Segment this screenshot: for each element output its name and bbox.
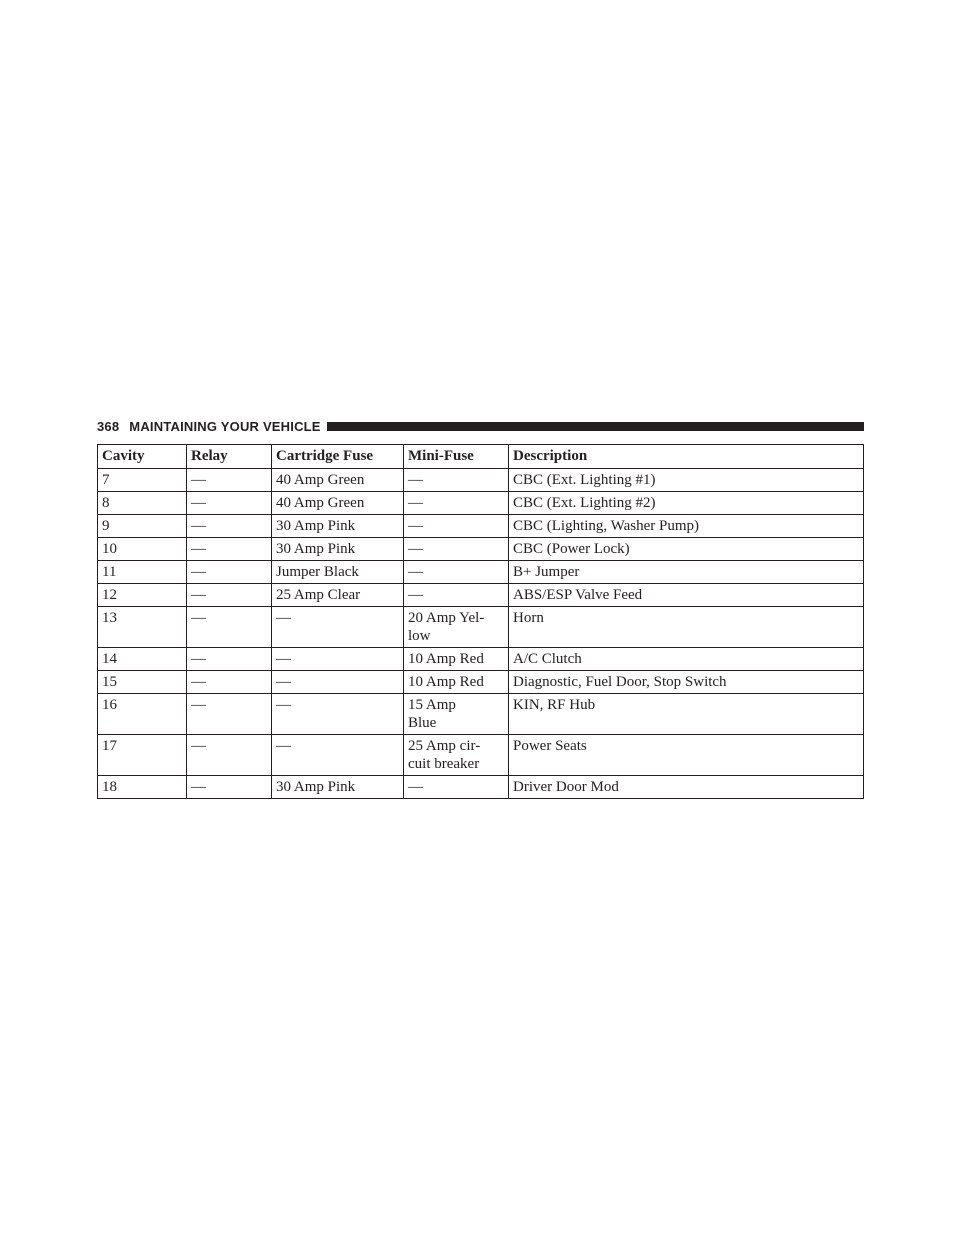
cell-cartridge-fuse: —: [271, 734, 404, 776]
table-row: 9—30 Amp Pink—CBC (Lighting, Washer Pump…: [97, 514, 864, 538]
cell-cartridge-fuse: —: [271, 670, 404, 694]
table-body: 7—40 Amp Green—CBC (Ext. Lighting #1)8—4…: [97, 468, 864, 799]
cell-description: B+ Jumper: [508, 560, 864, 584]
cell-relay: —: [186, 670, 272, 694]
cell-cartridge-fuse: 40 Amp Green: [271, 468, 404, 492]
cell-cavity: 14: [97, 647, 187, 671]
cell-mini-fuse: —: [403, 491, 509, 515]
column-header-relay: Relay: [186, 444, 272, 469]
cell-description: CBC (Lighting, Washer Pump): [508, 514, 864, 538]
cell-mini-fuse: 15 Amp Blue: [403, 693, 509, 735]
cell-description: CBC (Ext. Lighting #1): [508, 468, 864, 492]
column-header-mini-fuse: Mini-Fuse: [403, 444, 509, 469]
cell-relay: —: [186, 647, 272, 671]
cell-mini-fuse: —: [403, 468, 509, 492]
column-header-cavity: Cavity: [97, 444, 187, 469]
table-row: 10—30 Amp Pink—CBC (Power Lock): [97, 537, 864, 561]
table-header-row: Cavity Relay Cartridge Fuse Mini-Fuse De…: [97, 444, 864, 469]
table-row: 7—40 Amp Green—CBC (Ext. Lighting #1): [97, 468, 864, 492]
cell-mini-fuse: 20 Amp Yel- low: [403, 606, 509, 648]
header-rule: [326, 422, 864, 431]
cell-description: ABS/ESP Valve Feed: [508, 583, 864, 607]
column-header-description: Description: [508, 444, 864, 469]
cell-relay: —: [186, 468, 272, 492]
cell-description: A/C Clutch: [508, 647, 864, 671]
cell-mini-fuse: 10 Amp Red: [403, 647, 509, 671]
fuse-table: Cavity Relay Cartridge Fuse Mini-Fuse De…: [97, 444, 864, 799]
column-header-cartridge-fuse: Cartridge Fuse: [271, 444, 404, 469]
cell-description: CBC (Power Lock): [508, 537, 864, 561]
cell-relay: —: [186, 606, 272, 648]
cell-cartridge-fuse: 30 Amp Pink: [271, 537, 404, 561]
cell-relay: —: [186, 491, 272, 515]
cell-cavity: 15: [97, 670, 187, 694]
cell-description: Horn: [508, 606, 864, 648]
cell-relay: —: [186, 734, 272, 776]
cell-cartridge-fuse: 25 Amp Clear: [271, 583, 404, 607]
cell-mini-fuse: 10 Amp Red: [403, 670, 509, 694]
cell-cavity: 13: [97, 606, 187, 648]
cell-cartridge-fuse: 30 Amp Pink: [271, 775, 404, 799]
cell-cavity: 10: [97, 537, 187, 561]
page-number: 368: [97, 418, 120, 434]
cell-mini-fuse: —: [403, 583, 509, 607]
cell-cartridge-fuse: 30 Amp Pink: [271, 514, 404, 538]
section-title: MAINTAINING YOUR VEHICLE: [129, 418, 321, 434]
cell-description: CBC (Ext. Lighting #2): [508, 491, 864, 515]
cell-description: Power Seats: [508, 734, 864, 776]
cell-mini-fuse: —: [403, 537, 509, 561]
table-row: 11—Jumper Black—B+ Jumper: [97, 560, 864, 584]
page-header: 368 MAINTAINING YOUR VEHICLE: [97, 416, 864, 436]
cell-cavity: 8: [97, 491, 187, 515]
cell-cartridge-fuse: —: [271, 606, 404, 648]
cell-relay: —: [186, 560, 272, 584]
cell-cavity: 12: [97, 583, 187, 607]
cell-relay: —: [186, 583, 272, 607]
table-row: 12—25 Amp Clear—ABS/ESP Valve Feed: [97, 583, 864, 607]
cell-cartridge-fuse: —: [271, 693, 404, 735]
cell-cavity: 7: [97, 468, 187, 492]
cell-mini-fuse: —: [403, 775, 509, 799]
cell-cavity: 16: [97, 693, 187, 735]
cell-cavity: 17: [97, 734, 187, 776]
cell-relay: —: [186, 693, 272, 735]
cell-cartridge-fuse: 40 Amp Green: [271, 491, 404, 515]
cell-description: KIN, RF Hub: [508, 693, 864, 735]
cell-mini-fuse: 25 Amp cir- cuit breaker: [403, 734, 509, 776]
cell-relay: —: [186, 775, 272, 799]
table-row: 8—40 Amp Green—CBC (Ext. Lighting #2): [97, 491, 864, 515]
cell-relay: —: [186, 514, 272, 538]
cell-cavity: 18: [97, 775, 187, 799]
cell-cavity: 11: [97, 560, 187, 584]
cell-cartridge-fuse: Jumper Black: [271, 560, 404, 584]
cell-relay: —: [186, 537, 272, 561]
table-row: 18—30 Amp Pink—Driver Door Mod: [97, 775, 864, 799]
cell-description: Driver Door Mod: [508, 775, 864, 799]
cell-mini-fuse: —: [403, 560, 509, 584]
cell-cartridge-fuse: —: [271, 647, 404, 671]
cell-mini-fuse: —: [403, 514, 509, 538]
cell-cavity: 9: [97, 514, 187, 538]
cell-description: Diagnostic, Fuel Door, Stop Switch: [508, 670, 864, 694]
